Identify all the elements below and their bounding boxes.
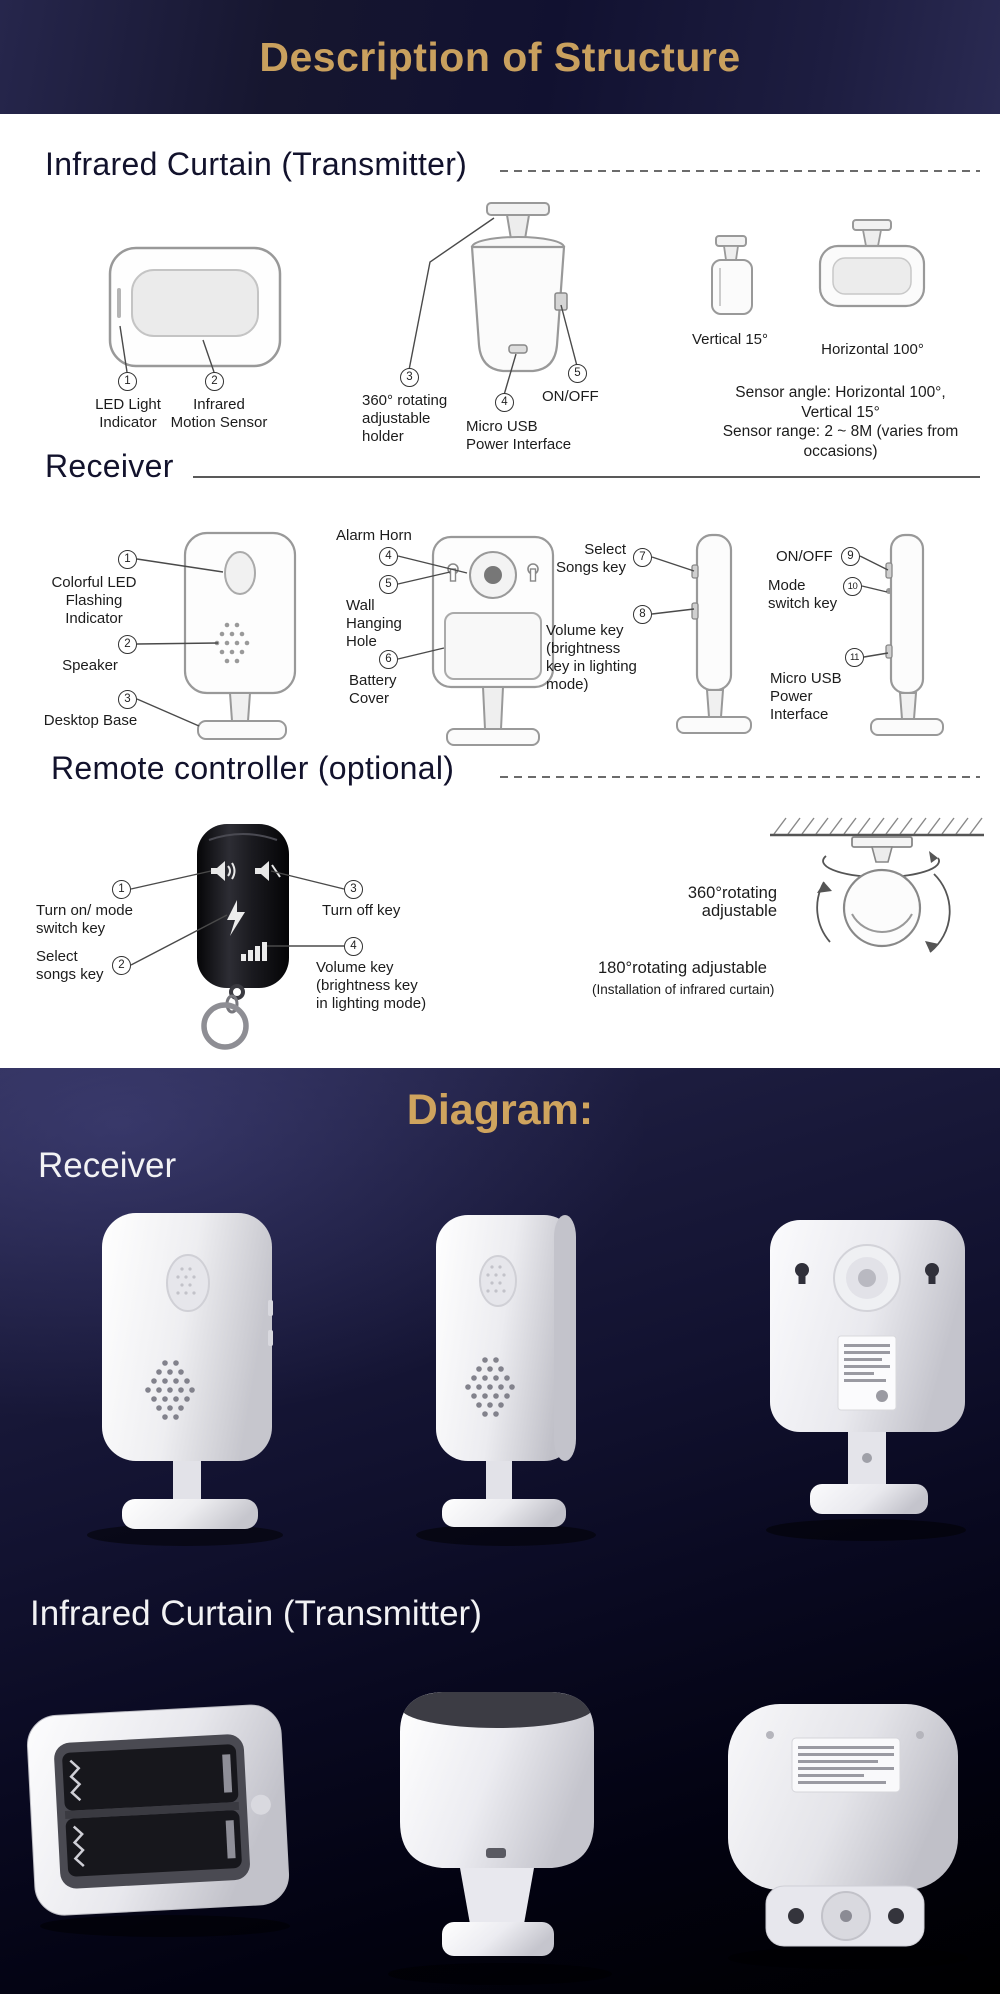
page-header: Description of Structure: [0, 0, 1000, 114]
callout-4-usb: 4: [495, 393, 514, 412]
ceiling-mount-illustration: [770, 817, 984, 953]
receiver-heading: Receiver: [45, 448, 174, 484]
callout-11-usb: 11: [845, 648, 864, 667]
photo-receiver-angle: [416, 1215, 596, 1546]
callout-1-turn-on: 1: [112, 880, 131, 899]
callout-2-speaker-label: Speaker: [62, 657, 118, 674]
horizontal-angle-label: Horizontal 100°: [821, 341, 924, 358]
callout-7-songs-key: 7: [633, 548, 652, 567]
callout-6-battery-cover-label: Battery Cover: [349, 672, 397, 707]
callout-3-turn-off-label: Turn off key: [322, 902, 401, 919]
photo-transmitter-battery: [26, 1704, 290, 1937]
callout-3-holder: 3: [400, 368, 419, 387]
callout-1-led-flashing-label: Colorful LED Flashing Indicator: [51, 574, 137, 627]
callout-4-volume-label: Volume key (brightness key in lighting m…: [316, 959, 427, 1012]
vertical-angle-label: Vertical 15°: [691, 331, 769, 348]
callout-2-motion-sensor: 2: [205, 372, 224, 391]
diagram-transmitter-label: Infrared Curtain (Transmitter): [30, 1594, 482, 1633]
photo-receiver-back: [766, 1220, 966, 1541]
callout-6-battery-cover: 6: [379, 650, 398, 669]
receiver-side-left-illustration: [676, 533, 752, 734]
callout-7-songs-key-label: Select Songs key: [555, 541, 626, 576]
transmitter-front-illustration: [108, 246, 282, 368]
remote-volume-bars-icon: [241, 942, 267, 961]
callout-1-turn-on-label: Turn on/ mode switch key: [36, 902, 133, 937]
diagram-receiver-label: Receiver: [38, 1146, 177, 1185]
callout-8-volume-key-label: Volume key (brightness key in lighting m…: [546, 622, 637, 693]
callout-11-usb-label: Micro USB Power Interface: [770, 670, 842, 723]
transmitter-vertical-view-illustration: [711, 235, 753, 315]
sensor-specs-text: Sensor angle: Horizontal 100°, Vertical …: [722, 384, 959, 460]
receiver-side-right-illustration: [870, 533, 944, 736]
callout-2-speaker: 2: [118, 635, 137, 654]
photo-transmitter-back: [728, 1704, 968, 1969]
callout-2-select-songs-label: Select songs key: [36, 948, 104, 983]
photo-transmitter-front: [388, 1692, 612, 1985]
callout-3-holder-label: 360° rotating adjustable holder: [362, 392, 448, 445]
rotate-360-label: 360°rotating adjustable: [687, 884, 777, 920]
callout-5-onoff-label: ON/OFF: [542, 388, 599, 405]
transmitter-heading: Infrared Curtain (Transmitter): [45, 146, 468, 182]
callout-8-volume-key: 8: [633, 605, 652, 624]
callout-5-onoff: 5: [568, 364, 587, 383]
callout-4-volume: 4: [344, 937, 363, 956]
remote-lightning-icon: [227, 900, 245, 936]
callout-3-turn-off: 3: [344, 880, 363, 899]
callout-2-select-songs: 2: [112, 956, 131, 975]
callout-9-onoff-label: ON/OFF: [776, 548, 833, 565]
photo-receiver-front: [87, 1213, 283, 1546]
rotate-180-note: (Installation of infrared curtain): [592, 982, 775, 997]
receiver-back-illustration: [431, 535, 555, 746]
page-title: Description of Structure: [259, 34, 741, 80]
callout-4-alarm-horn-label: Alarm Horn: [336, 527, 412, 544]
remote-speaker-on-icon: [211, 861, 236, 881]
receiver-front-illustration: [183, 531, 297, 740]
callout-4-alarm-horn: 4: [379, 547, 398, 566]
callout-3-desktop-base-label: Desktop Base: [43, 712, 138, 729]
callout-5-wall-hole: 5: [379, 575, 398, 594]
callout-4-usb-label: Micro USB Power Interface: [466, 418, 572, 453]
diagram-heading: Diagram:: [406, 1086, 594, 1134]
callout-10-mode-key: 10: [843, 577, 862, 596]
remote-controller-illustration: [197, 824, 289, 1050]
callout-5-wall-hole-label: Wall Hanging Hole: [346, 597, 402, 650]
rotate-180-label: 180°rotating adjustable: [598, 959, 767, 977]
callout-1-led-flashing: 1: [118, 550, 137, 569]
callout-9-onoff: 9: [841, 547, 860, 566]
callout-3-desktop-base: 3: [118, 690, 137, 709]
remote-heading: Remote controller (optional): [51, 750, 455, 786]
callout-10-mode-key-label: Mode switch key: [768, 577, 838, 612]
callout-2-motion-sensor-label: Infrared Motion Sensor: [170, 396, 268, 431]
callout-1-led-label: LED Light Indicator: [95, 396, 161, 431]
transmitter-back-illustration: [470, 202, 568, 373]
callout-1-led: 1: [118, 372, 137, 391]
transmitter-horizontal-view-illustration: [818, 219, 926, 308]
